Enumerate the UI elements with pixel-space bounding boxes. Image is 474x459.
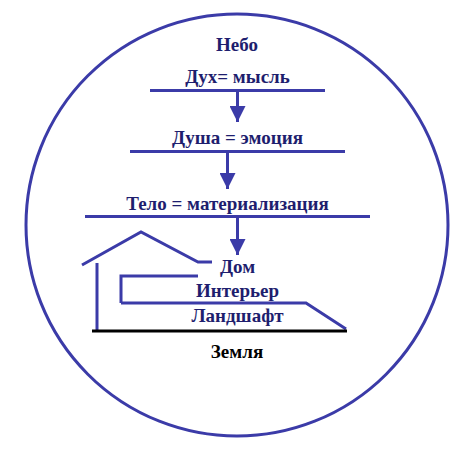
level-text: Ландшафт xyxy=(150,305,325,327)
landscape-line xyxy=(121,303,346,329)
house-roof xyxy=(82,232,212,265)
down-arrow xyxy=(236,218,239,255)
house-block: ДомИнтерьерЛандшафт xyxy=(150,256,325,328)
house-wall xyxy=(96,263,99,330)
level-text: Душа = эмоция xyxy=(130,127,345,149)
sky-label: Небо xyxy=(117,34,357,56)
level-text: Дом xyxy=(150,256,325,278)
level-text: Тело = материализация xyxy=(85,193,370,215)
level-text: Дух= мысль xyxy=(150,66,325,88)
ground-line xyxy=(92,330,347,333)
down-arrow xyxy=(226,153,229,189)
outer-circle xyxy=(26,14,448,436)
level-text: Интерьер xyxy=(150,280,325,302)
underlined-level: Душа = эмоция xyxy=(130,123,345,153)
earth-label: Земля xyxy=(117,341,357,363)
down-arrow xyxy=(236,92,239,122)
interior-line xyxy=(121,276,198,303)
underlined-level: Тело = материализация xyxy=(85,190,370,218)
underlined-level: Дух= мысль xyxy=(150,62,325,92)
